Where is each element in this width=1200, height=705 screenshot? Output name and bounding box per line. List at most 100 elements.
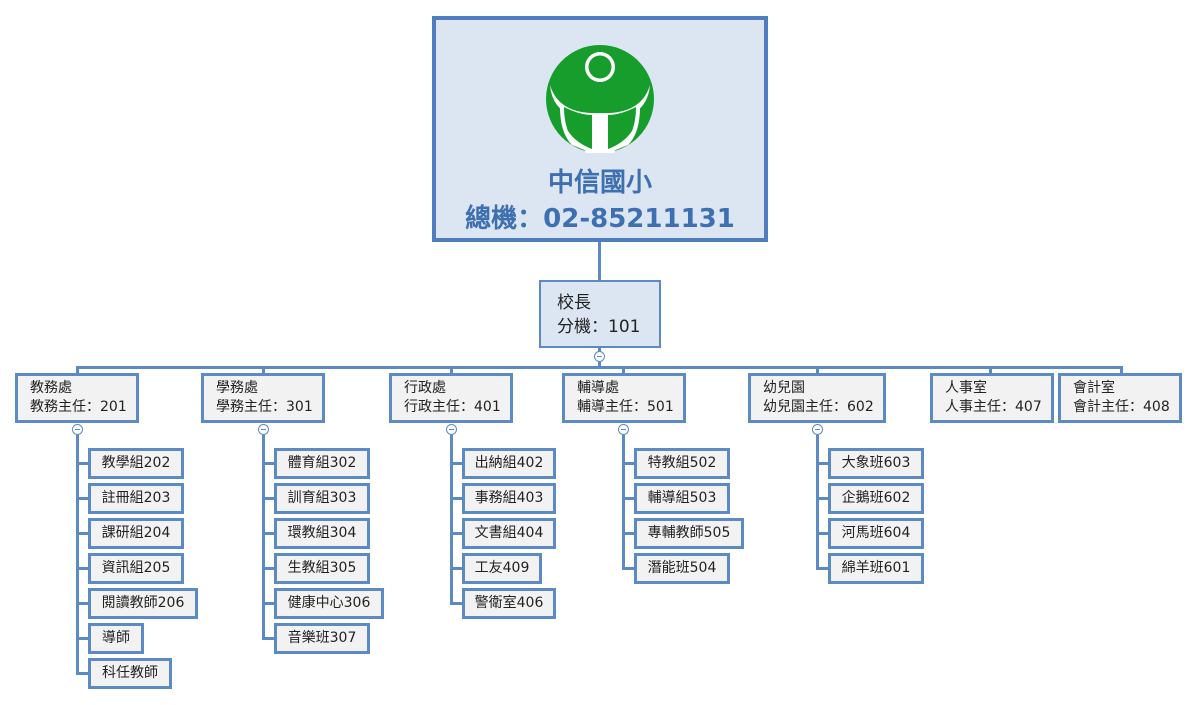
unit-label: 訓育組303 (287, 490, 357, 506)
unit-box: 綿羊班601 (828, 553, 924, 584)
branch (622, 567, 634, 570)
unit-box: 科任教師 (88, 658, 172, 689)
unit-label: 導師 (102, 630, 130, 646)
unit-box: 生教組305 (274, 553, 370, 584)
dept-name: 幼兒園 (763, 380, 805, 396)
branch (262, 462, 274, 465)
unit-label: 文書組404 (474, 525, 544, 541)
unit-label: 工友409 (474, 560, 530, 576)
spine-dept-1 (76, 435, 79, 675)
unit-box: 企鵝班602 (828, 483, 924, 514)
unit-label: 警衛室406 (474, 595, 544, 611)
unit-label: 健康中心306 (287, 595, 371, 611)
branch (76, 532, 88, 535)
branch (450, 462, 462, 465)
connector-dept-1 (76, 366, 79, 374)
branch (816, 497, 828, 500)
connector-dept-2 (262, 366, 265, 374)
unit-box: 導師 (88, 623, 144, 654)
branch (76, 567, 88, 570)
unit-box: 閱讀教師206 (88, 588, 198, 619)
unit-label: 專輔教師505 (647, 525, 731, 541)
unit-label: 閱讀教師206 (101, 595, 185, 611)
branch (450, 532, 462, 535)
unit-label: 音樂班307 (287, 630, 357, 646)
principal-box: 校長 分機：101 (539, 280, 661, 348)
dept-4-collapse-icon[interactable] (618, 424, 629, 435)
unit-box: 教學組202 (88, 448, 184, 479)
unit-box: 訓育組303 (274, 483, 370, 514)
dept-box-accounting: 會計室 會計主任：408 (1058, 373, 1182, 423)
branch (76, 602, 88, 605)
spine-dept-2 (262, 435, 265, 640)
connector-top-to-principal (598, 242, 601, 280)
unit-label: 大象班603 (841, 455, 911, 471)
connector-dept-6 (989, 366, 992, 374)
spine-dept-3 (450, 435, 453, 605)
dept-box-kindergarten: 幼兒園 幼兒園主任：602 (748, 373, 886, 423)
dept-name: 學務處 (216, 380, 258, 396)
connector-horizontal-bus (76, 366, 1122, 369)
unit-box: 專輔教師505 (634, 518, 744, 549)
unit-box: 出納組402 (462, 448, 556, 479)
unit-label: 潛能班504 (647, 560, 717, 576)
dept-head: 輔導主任：501 (577, 399, 674, 415)
school-logo-icon (546, 45, 654, 153)
principal-collapse-icon[interactable] (594, 351, 605, 362)
branch (262, 532, 274, 535)
branch (450, 567, 462, 570)
unit-box: 河馬班604 (828, 518, 924, 549)
branch (622, 497, 634, 500)
branch (262, 602, 274, 605)
branch (76, 637, 88, 640)
unit-label: 出納組402 (474, 455, 544, 471)
unit-box: 資訊組205 (88, 553, 184, 584)
unit-box: 工友409 (462, 553, 542, 584)
dept-box-personnel: 人事室 人事主任：407 (930, 373, 1054, 423)
unit-label: 體育組302 (287, 455, 357, 471)
unit-box: 註冊組203 (88, 483, 184, 514)
branch (622, 532, 634, 535)
unit-box: 警衛室406 (462, 588, 556, 619)
unit-label: 科任教師 (102, 665, 158, 681)
unit-label: 環教組304 (287, 525, 357, 541)
branch (816, 567, 828, 570)
unit-box: 健康中心306 (274, 588, 384, 619)
principal-ext: 分機：101 (557, 317, 641, 337)
unit-label: 輔導組503 (647, 490, 717, 506)
dept-head: 人事主任：407 (945, 399, 1042, 415)
dept-box-counseling: 輔導處 輔導主任：501 (562, 373, 686, 423)
unit-label: 資訊組205 (101, 560, 171, 576)
dept-name: 行政處 (404, 380, 446, 396)
unit-label: 特教組502 (647, 455, 717, 471)
branch (622, 462, 634, 465)
unit-box: 潛能班504 (634, 553, 730, 584)
dept-head: 學務主任：301 (216, 399, 313, 415)
school-phone: 總機：02-85211131 (465, 204, 735, 234)
branch (76, 497, 88, 500)
unit-label: 河馬班604 (841, 525, 911, 541)
dept-head: 會計主任：408 (1073, 399, 1170, 415)
dept-head: 教務主任：201 (30, 399, 127, 415)
dept-head: 幼兒園主任：602 (763, 399, 874, 415)
dept-name: 人事室 (945, 380, 987, 396)
unit-label: 事務組403 (474, 490, 544, 506)
unit-label: 綿羊班601 (841, 560, 911, 576)
dept-name: 教務處 (30, 380, 72, 396)
dept-2-collapse-icon[interactable] (258, 424, 269, 435)
dept-5-collapse-icon[interactable] (812, 424, 823, 435)
unit-label: 生教組305 (287, 560, 357, 576)
school-header-box: 中信國小 總機：02-85211131 (432, 16, 768, 242)
unit-label: 註冊組203 (101, 490, 171, 506)
unit-box: 體育組302 (274, 448, 370, 479)
branch (262, 567, 274, 570)
branch (816, 462, 828, 465)
dept-name: 輔導處 (577, 380, 619, 396)
unit-box: 文書組404 (462, 518, 556, 549)
unit-box: 輔導組503 (634, 483, 730, 514)
unit-box: 特教組502 (634, 448, 730, 479)
dept-3-collapse-icon[interactable] (446, 424, 457, 435)
dept-1-collapse-icon[interactable] (72, 424, 83, 435)
branch (450, 602, 462, 605)
branch (262, 637, 274, 640)
